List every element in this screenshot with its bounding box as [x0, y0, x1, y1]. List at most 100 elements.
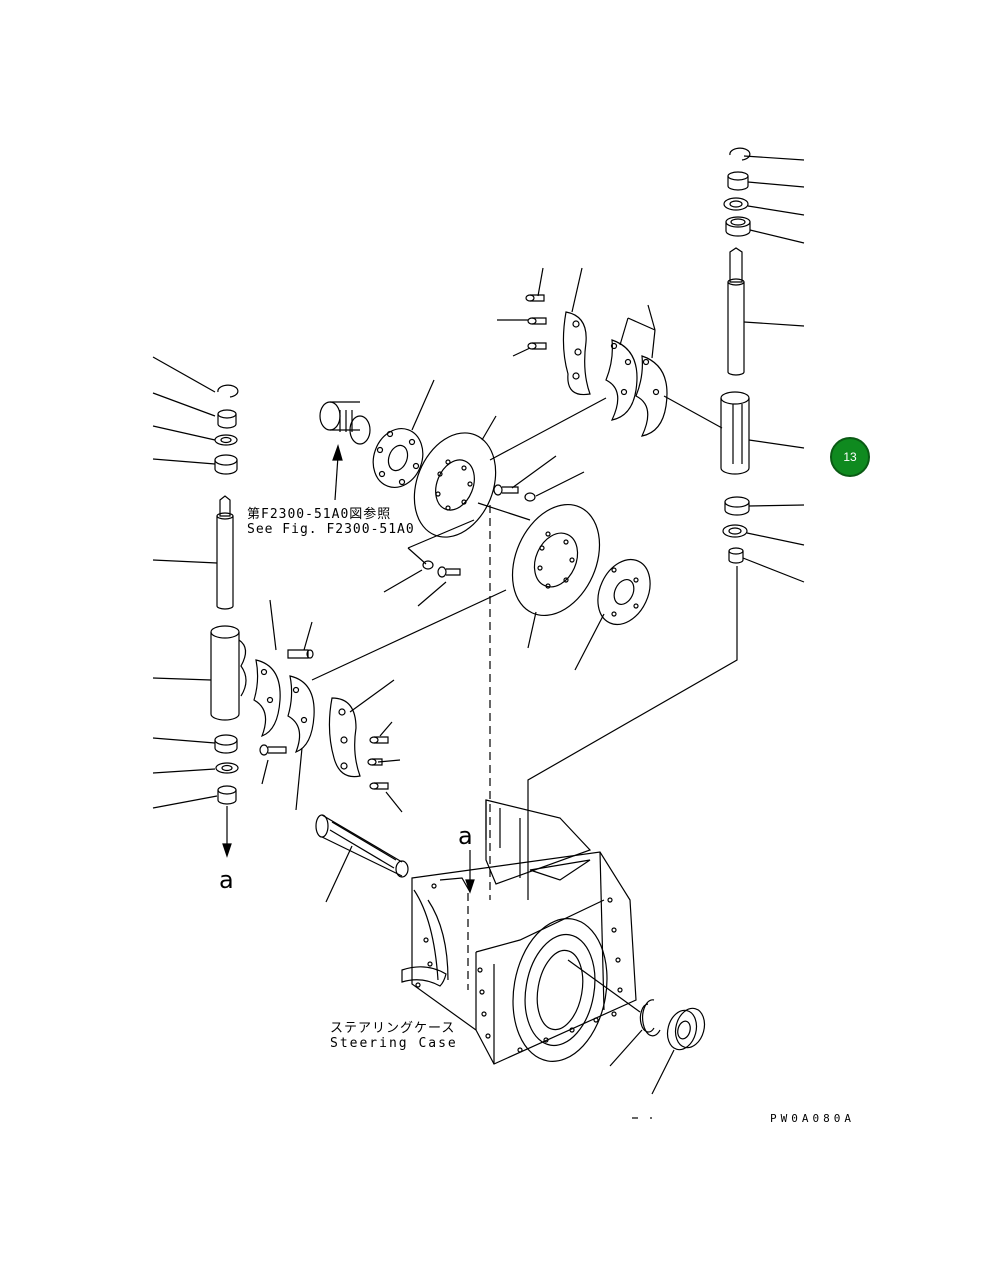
leader-line [385, 791, 403, 813]
leader-line [749, 229, 805, 244]
steering-case [401, 799, 637, 1065]
flange-plate [372, 428, 424, 488]
left-upper-washer [214, 434, 238, 446]
leader-line [377, 759, 401, 763]
right-lower-bearing [724, 496, 750, 516]
bolt-small [437, 566, 461, 578]
left-snap-ring [217, 384, 239, 398]
bolt-disc [493, 484, 519, 496]
leader-line [411, 379, 435, 431]
leader-line [152, 356, 216, 393]
leader-line [489, 397, 607, 461]
leader-line [512, 347, 531, 357]
leader-line [571, 267, 583, 313]
leader-line [152, 458, 216, 465]
connection-line [527, 566, 738, 900]
leader-line [152, 392, 216, 417]
brake-lining-left [605, 339, 638, 421]
leader-line [663, 395, 723, 429]
spline-hub [319, 401, 371, 445]
leader-line [743, 321, 805, 327]
brake-disc-upper [413, 432, 497, 538]
section-arrow-head [465, 879, 475, 894]
left-lower-bushing [217, 785, 237, 805]
leader-line [152, 737, 216, 744]
leader-line [481, 415, 497, 441]
leader-line [743, 155, 805, 161]
spline-plate [597, 558, 651, 626]
leader-line [383, 569, 423, 593]
steering-case-label-en: Steering Case [330, 1036, 458, 1051]
leader-line [261, 759, 269, 785]
leader-line [748, 439, 805, 449]
reference-note-jp: 第F2300-51A0図参照 [247, 507, 392, 522]
leader-line [619, 317, 629, 346]
leader-line [379, 721, 393, 737]
bolt-lower-lining [259, 744, 287, 756]
brake-disc-lower [511, 503, 601, 617]
leader-line [477, 502, 531, 521]
leader-line [152, 795, 218, 809]
right-upper-bearing [725, 216, 751, 237]
left-lower-bearing [214, 734, 238, 754]
leader-line [609, 1029, 643, 1067]
leader-line [152, 559, 218, 564]
leader-line [349, 679, 395, 713]
left-arm-bracket [210, 625, 247, 721]
leader-line [651, 329, 656, 359]
leader-line [567, 959, 641, 1013]
brake-lever-plate [562, 311, 591, 396]
pin-lower-lever-1 [369, 736, 389, 744]
leader-line [647, 304, 656, 331]
brake-lining-right [635, 355, 668, 437]
leader-line [535, 471, 585, 497]
leader-line [269, 599, 277, 651]
leader-line [295, 747, 303, 811]
leader-line [574, 613, 605, 671]
pin-middle [527, 317, 547, 325]
drive-shaft [315, 814, 409, 878]
right-upper-snap-ring [729, 147, 751, 161]
leader-line [407, 519, 475, 549]
left-upper-bearing [214, 454, 238, 475]
lower-lever-plate [328, 697, 361, 778]
leader-line [742, 557, 805, 583]
center-line [467, 505, 491, 990]
leader-line [303, 621, 313, 651]
left-shaft [216, 495, 234, 610]
leader-line [627, 317, 656, 331]
right-upper-bushing [727, 171, 749, 191]
snap-ring-lower [639, 999, 661, 1037]
washer-small [422, 560, 434, 570]
leader-line [746, 532, 805, 546]
leader-line [311, 589, 507, 681]
arrow-down-to-a [222, 806, 232, 858]
leader-line [152, 677, 212, 681]
pin-lower [527, 342, 547, 350]
section-marker-center: a [458, 822, 473, 850]
right-lower-washer [722, 524, 748, 538]
leader-line [325, 845, 353, 903]
leader-line [747, 205, 805, 216]
right-lower-bushing [728, 547, 744, 564]
leader-line [748, 504, 805, 507]
right-arm-bracket [720, 391, 750, 475]
reference-note-en: See Fig. F2300-51A0 [247, 522, 415, 537]
section-marker-left: a [219, 866, 234, 894]
bolt-lining [287, 649, 314, 659]
pin-upper [525, 294, 545, 302]
bearing-lower [666, 1007, 706, 1051]
leader-line [527, 611, 537, 649]
callout-badge[interactable]: 13 [830, 437, 870, 477]
leader-line [511, 455, 557, 489]
steering-case-label-jp: ステアリングケース [330, 1021, 456, 1036]
right-shaft [727, 247, 745, 376]
leader-line [152, 768, 216, 774]
leader-line [747, 181, 805, 188]
leader-line [651, 1049, 675, 1095]
left-upper-bushing [217, 409, 237, 429]
reference-arrow [332, 444, 343, 501]
leader-line [407, 547, 427, 565]
leader-line [417, 581, 447, 607]
